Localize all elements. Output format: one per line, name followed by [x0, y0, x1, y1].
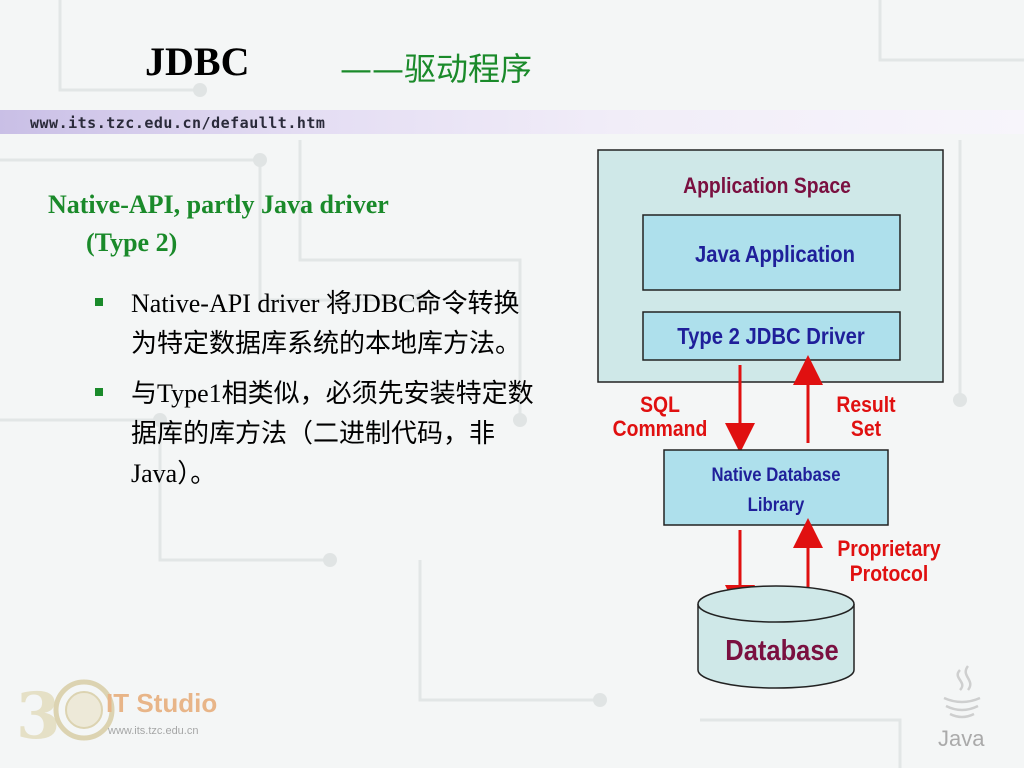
svg-text:3: 3	[16, 679, 61, 746]
bullet-list: Native-API driver 将JDBC命令转换为特定数据库系统的本地库方…	[95, 284, 535, 504]
java-application-box	[642, 214, 901, 291]
sql-command-label-1: SQL	[640, 393, 680, 417]
java-application-label: Java Application	[695, 241, 855, 268]
studio-name: IT Studio	[106, 688, 217, 718]
protocol-label-1: Proprietary	[837, 537, 941, 561]
jdbc-driver-label: Type 2 JDBC Driver	[677, 323, 865, 350]
database-cylinder-icon	[697, 585, 855, 689]
protocol-label-2: Protocol	[850, 562, 929, 586]
url-text: www.its.tzc.edu.cn/defaullt.htm	[30, 114, 326, 132]
bullet-item: Native-API driver 将JDBC命令转换为特定数据库系统的本地库方…	[95, 284, 535, 364]
result-set-label-1: Result	[836, 393, 895, 417]
native-library-label-2: Library	[748, 494, 805, 515]
heading-line-2: (Type 2)	[86, 228, 178, 257]
bullet-text: Native-API driver 将JDBC命令转换为特定数据库系统的本地库方…	[131, 289, 522, 358]
section-heading: Native-API, partly Java driver (Type 2)	[48, 186, 518, 262]
slide-title: JDBC	[145, 39, 250, 84]
bullet-item: 与Type1相类似，必须先安装特定数据库的库方法（二进制代码，非Java）。	[95, 374, 535, 494]
result-set-label-2: Set	[851, 417, 881, 441]
studio-url: www.its.tzc.edu.cn	[107, 725, 198, 737]
sql-command-label-2: Command	[613, 417, 708, 441]
it-studio-logo: 3 IT Studio www.its.tzc.edu.cn	[16, 679, 217, 746]
heading-line-1: Native-API, partly Java driver	[48, 190, 389, 219]
slide-subtitle: ——驱动程序	[340, 50, 533, 88]
bullet-square-icon	[95, 298, 103, 306]
bullet-square-icon	[95, 388, 103, 396]
native-library-label-1: Native Database	[711, 464, 840, 485]
jdbc-driver-box	[642, 311, 901, 361]
java-wordmark: Java	[938, 726, 985, 751]
url-banner	[0, 110, 1024, 134]
native-database-library-box	[663, 449, 889, 526]
application-space-label: Application Space	[683, 174, 851, 198]
database-label: Database	[725, 633, 838, 666]
java-logo-icon: Java	[938, 665, 985, 751]
bullet-text: 与Type1相类似，必须先安装特定数据库的库方法（二进制代码，非Java）。	[131, 379, 534, 488]
